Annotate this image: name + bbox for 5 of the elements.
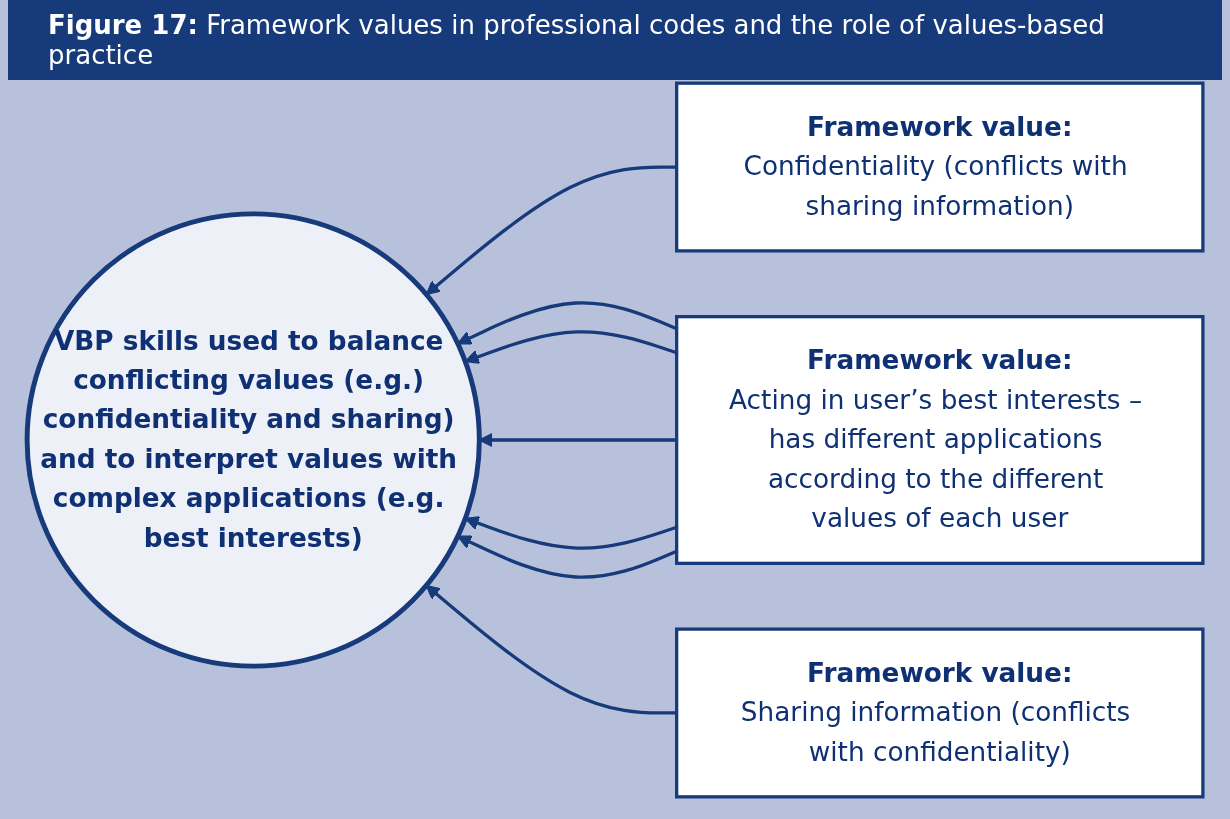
node-circle: VBP skills used to balance conflicting values (e.g.) confidentiality and sharing) and to interpret values with complex applications (e.g. best interests): [24, 211, 482, 669]
node-box: Framework value: Confidentiality (conflicts with sharing information): [675, 81, 1205, 253]
node-box: Framework value: Sharing information (conflicts with confidentiality): [675, 627, 1205, 799]
figure-title: Figure 17: Framework values in professional codes and the role of values-based practice: [8, 0, 1222, 80]
node-box: Framework value: Acting in user’s best interests – has different applications according to the different values of each user: [675, 315, 1205, 565]
